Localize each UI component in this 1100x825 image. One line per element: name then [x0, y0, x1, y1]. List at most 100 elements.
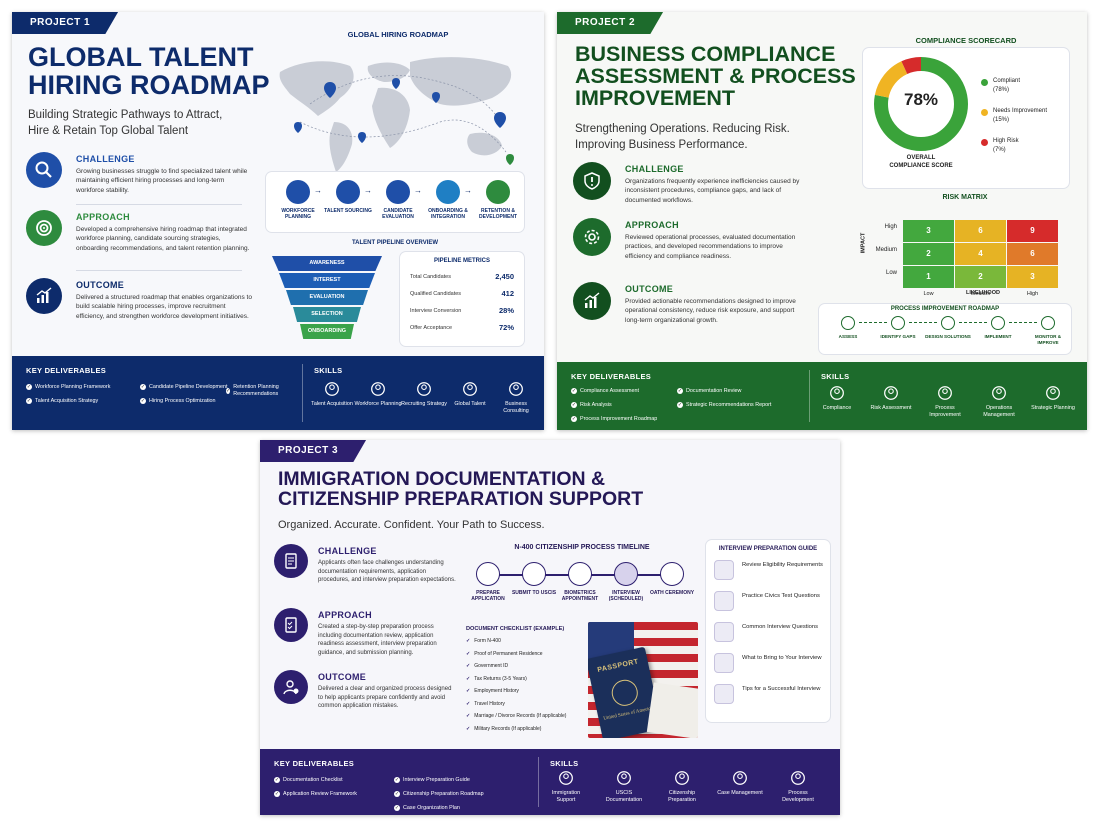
skill-item: Case Management — [716, 769, 764, 797]
metric-label: Total Candidates — [410, 274, 451, 280]
skill-item: Process Improvement — [921, 384, 969, 419]
roadmap-connector — [1009, 322, 1037, 323]
arrow-right-icon: → — [314, 186, 322, 195]
check-icon: ✓ — [466, 725, 471, 732]
arrow-right-icon: → — [464, 186, 472, 195]
timeline-title: N-400 CITIZENSHIP PROCESS TIMELINE — [514, 544, 650, 551]
legend-dot — [981, 109, 988, 116]
legend-dot — [981, 139, 988, 146]
approach-section: APPROACH Reviewed operational processes,… — [573, 218, 799, 280]
skill-icon — [938, 386, 952, 400]
section-text: Developed a comprehensive hiring roadmap… — [76, 226, 250, 252]
document-icon — [274, 544, 308, 578]
roadmap-title: PROCESS IMPROVEMENT ROADMAP — [890, 306, 1000, 312]
roadmap-step-label: ASSESS — [838, 334, 858, 339]
deliverable-label: Documentation Checklist — [283, 777, 343, 783]
flow-step-icon — [336, 180, 360, 204]
check-icon: ✓ — [466, 663, 471, 669]
timeline-step-label: BIOMETRICS APPOINTMENT — [561, 590, 599, 603]
challenge-section: CHALLENGE Growing businesses struggle to… — [26, 152, 252, 212]
check-icon: ✓ — [466, 675, 471, 682]
funnel-stage: ONBOARDING — [300, 324, 354, 339]
target-icon — [26, 210, 62, 246]
score-value: 78% — [903, 90, 939, 109]
roadmap-step-label: IDENTIFY GAPS — [880, 334, 916, 339]
roadmap-step-icon — [991, 316, 1005, 330]
deliverables-label: KEY DELIVERABLES — [274, 759, 355, 768]
legend-pct: (7%) — [993, 147, 1006, 153]
eagle-seal-icon — [609, 677, 641, 709]
metric-row: Interview Conversion 28% — [410, 306, 514, 320]
check-icon: ✓ — [571, 402, 577, 408]
funnel-stage: EVALUATION — [286, 290, 368, 305]
skill-item: Citizenship Preparation — [658, 769, 706, 804]
check-icon: ✓ — [274, 791, 280, 797]
section-heading: APPROACH — [625, 220, 679, 230]
deliverable-label: Application Review Framework — [283, 791, 357, 797]
checklist-item: ✓Travel History — [466, 701, 586, 707]
risk-title: RISK MATRIX — [942, 194, 988, 201]
deliverable-item: ✓Strategic Recommendations Report — [677, 402, 771, 408]
deliverable-item: ✓Workforce Planning Framework — [26, 384, 110, 390]
risk-row-label: Low — [885, 270, 897, 276]
risk-cell: 1 — [903, 266, 954, 288]
deliverable-label: Risk Analysis — [580, 402, 612, 408]
deliverable-label: Compliance Assessment — [580, 388, 640, 394]
page-title: GLOBAL TALENT HIRING ROADMAP — [28, 42, 270, 100]
deliverable-item: ✓Risk Analysis — [571, 402, 612, 408]
metric-label: Offer Acceptance — [410, 325, 453, 331]
legend-name: High Risk — [993, 138, 1019, 144]
roadmap-step-icon — [1041, 316, 1055, 330]
project-2-card: PROJECT 2 BUSINESS COMPLIANCE ASSESSMENT… — [557, 12, 1087, 430]
section-heading: APPROACH — [318, 610, 372, 620]
skill-label: USCIS Documentation — [605, 790, 643, 803]
project-tag: PROJECT 1 — [12, 12, 119, 34]
project-3-card: PROJECT 3 IMMIGRATION DOCUMENTATION & CI… — [260, 440, 840, 815]
section-text: Growing businesses struggle to find spec… — [76, 168, 248, 194]
metric-label: Interview Conversion — [410, 308, 462, 314]
timeline-step-icon — [522, 562, 546, 586]
deliverable-label: Retention Planning Recommendations — [233, 384, 279, 398]
checklist-item: ✓Government ID — [466, 663, 586, 669]
risk-cell: 3 — [1007, 266, 1058, 288]
check-icon: ✓ — [394, 777, 400, 783]
skill-icon — [325, 382, 339, 396]
check-icon: ✓ — [226, 388, 231, 395]
timeline-step-icon — [568, 562, 592, 586]
person-star-icon — [274, 670, 308, 704]
section-text: Organizations frequently experience inef… — [625, 178, 800, 204]
skill-item: Strategic Planning — [1029, 384, 1077, 412]
risk-cell: 2 — [955, 266, 1006, 288]
skills-label: SKILLS — [550, 759, 579, 768]
deliverable-label: Talent Acquisition Strategy — [35, 398, 99, 404]
roadmap-step-label: DESIGN SOLUTIONS — [925, 334, 971, 339]
skills-label: SKILLS — [314, 366, 343, 375]
check-icon: ✓ — [466, 638, 471, 644]
project-tag: PROJECT 3 — [260, 440, 367, 462]
subtitle: Organized. Accurate. Confident. Your Pat… — [278, 519, 545, 531]
checklist-title: DOCUMENT CHECKLIST (EXAMPLE) — [466, 626, 565, 632]
skill-item: Global Talent — [446, 380, 494, 408]
growth-chart-icon — [26, 278, 62, 314]
metric-row: Total Candidates 2,450 — [410, 272, 514, 286]
passport-country: United States of America — [603, 706, 654, 722]
approach-section: APPROACH Created a step-by-step preparat… — [274, 608, 460, 668]
flow-step-icon — [286, 180, 310, 204]
deliverable-label: Process Improvement Roadmap — [580, 416, 658, 422]
arrow-right-icon: → — [364, 186, 372, 195]
checklist-label: Tax Returns (3-5 Years) — [474, 675, 527, 682]
outcome-section: OUTCOME Delivered a clear and organized … — [274, 670, 460, 720]
timeline-step-label: OATH CEREMONY — [649, 590, 695, 596]
check-icon: ✓ — [466, 650, 471, 657]
likelihood-axis-label: LIKELIHOOD — [966, 290, 1000, 296]
metric-value: 2,450 — [495, 272, 514, 281]
timeline-step-icon — [614, 562, 638, 586]
challenge-section: CHALLENGE Organizations frequently exper… — [573, 162, 799, 218]
metric-value: 28% — [498, 306, 514, 315]
check-icon: ✓ — [677, 402, 683, 408]
